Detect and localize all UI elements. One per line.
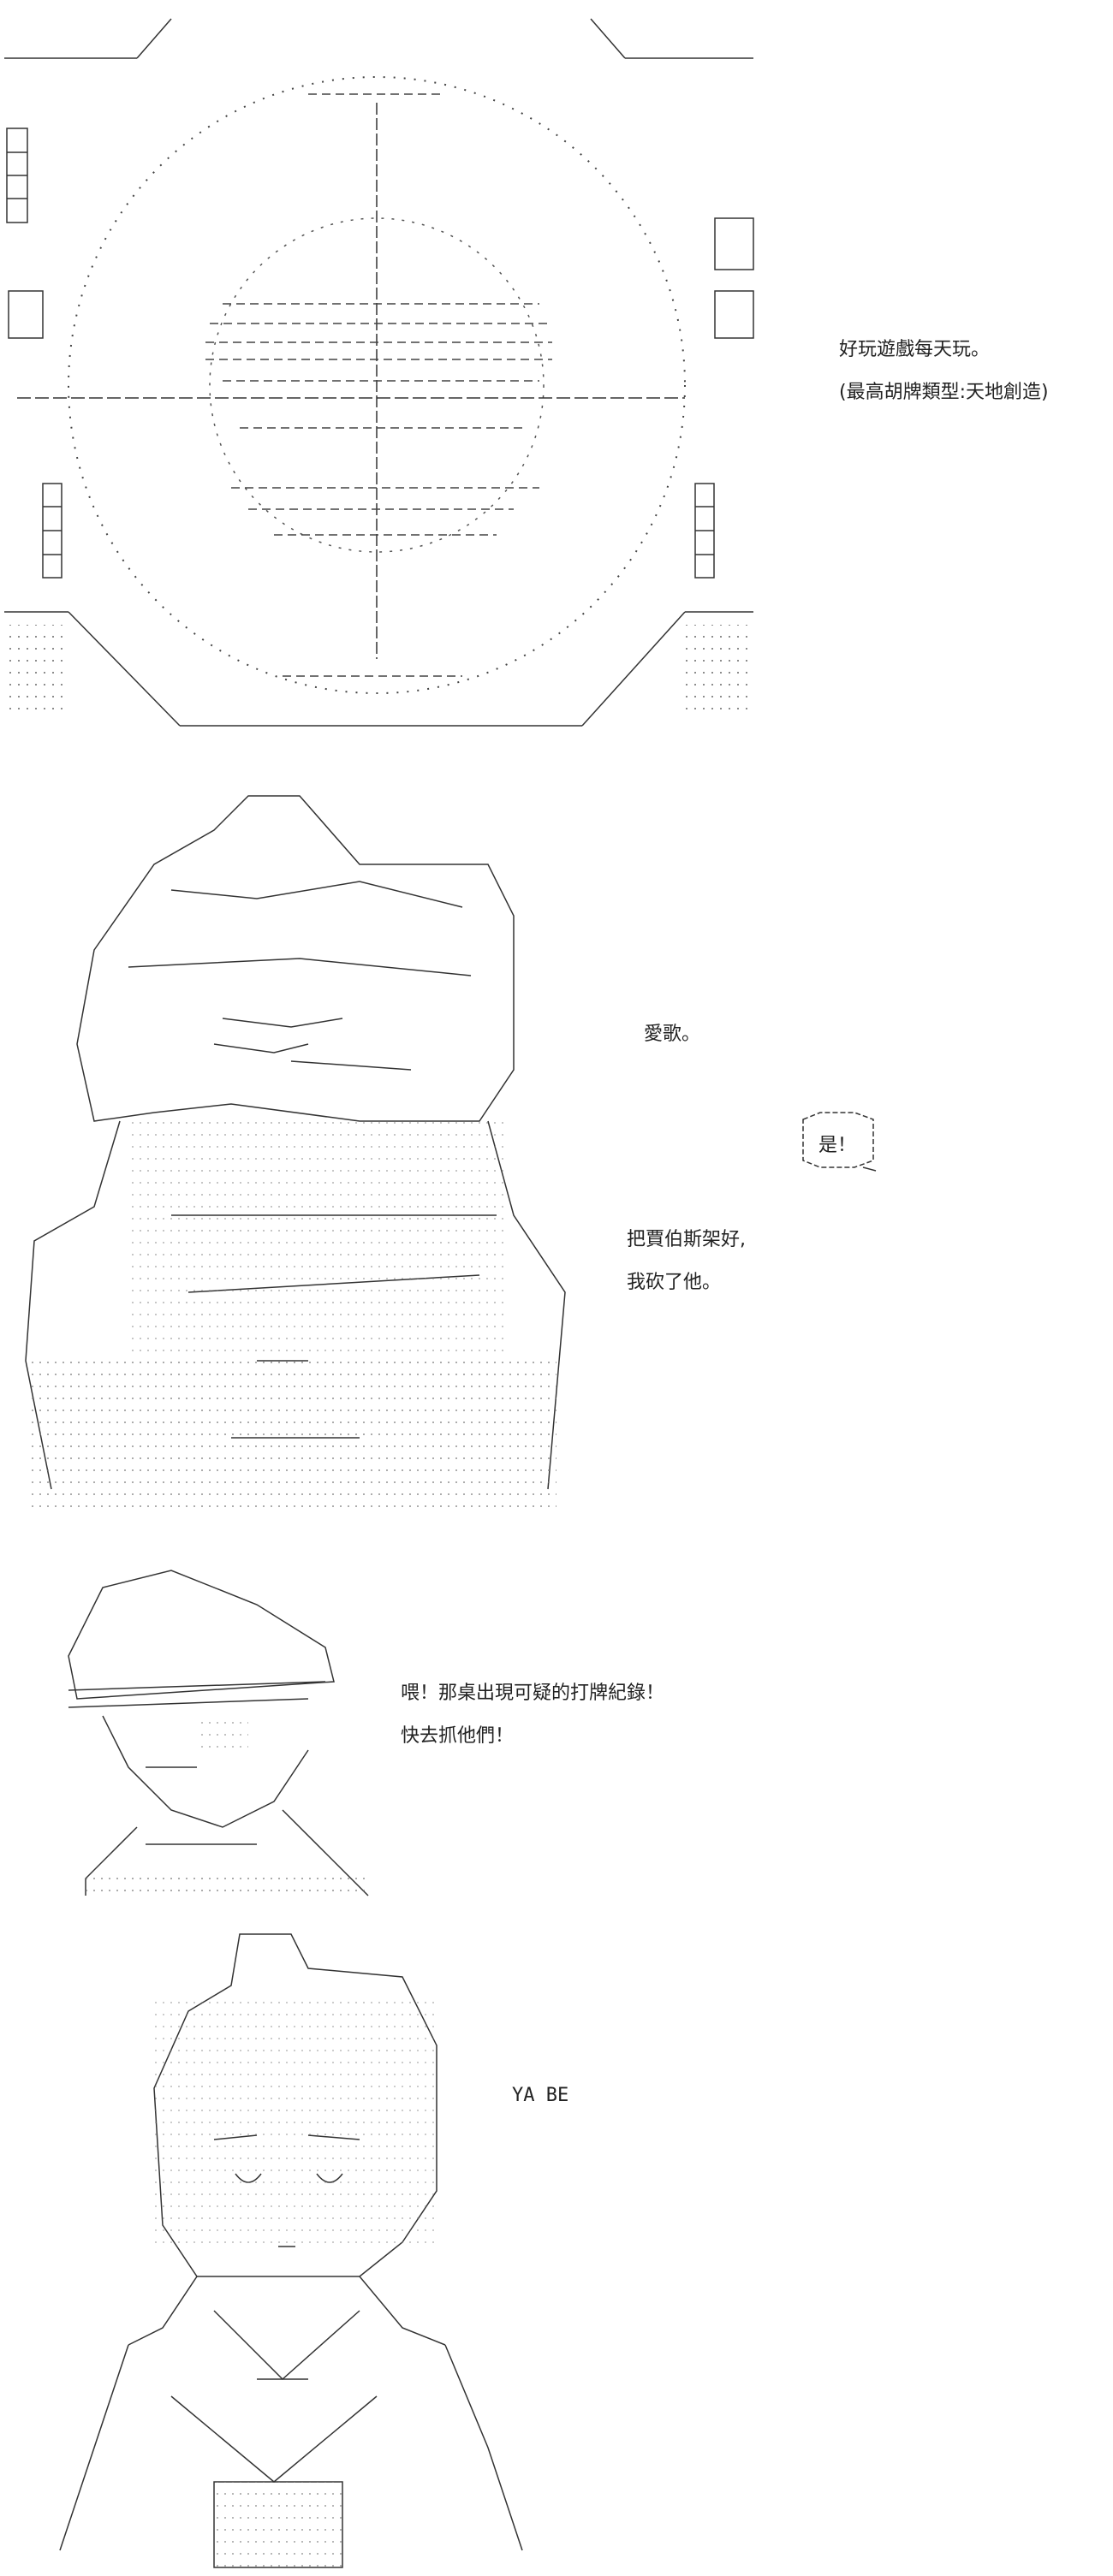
panel3-speech2: 快去抓他們！ <box>401 1725 515 1747</box>
girl-character-ascii-art <box>0 762 582 1523</box>
scope-ascii-art <box>0 0 771 736</box>
speech-bubble: 是！ <box>795 1111 880 1172</box>
panel2-speech1: 愛歌。 <box>644 1024 701 1045</box>
panel3-speech1: 喂！那桌出現可疑的打牌紀錄！ <box>401 1683 665 1704</box>
schoolgirl-ascii-art <box>0 1917 565 2576</box>
speech-bubble-text: 是！ <box>818 1135 857 1156</box>
panel1-caption-line2: (最高胡牌類型:天地創造) <box>839 382 1049 403</box>
officer-character-ascii-art <box>0 1553 394 1904</box>
panel4-speech1: YA BE <box>512 2085 569 2106</box>
panel2-speech3: 我砍了他。 <box>627 1272 722 1293</box>
panel1-caption-line1: 好玩遊戲每天玩。 <box>839 339 991 360</box>
panel2-speech2: 把賈伯斯架好, <box>627 1229 746 1250</box>
